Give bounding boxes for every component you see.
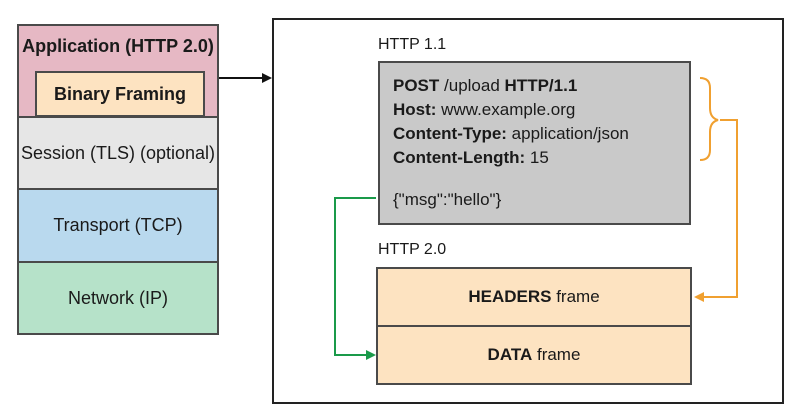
network-layer: Network (IP) — [17, 263, 219, 335]
content-length-value: 15 — [525, 148, 549, 167]
content-type-key: Content-Type: — [393, 124, 507, 143]
request-version: HTTP/1.1 — [504, 76, 578, 95]
http2-caption: HTTP 2.0 — [378, 241, 447, 258]
request-path: /upload — [439, 76, 505, 95]
data-frame-bold: DATA — [487, 345, 533, 364]
headers-frame-bold: HEADERS — [468, 287, 552, 306]
http11-caption: HTTP 1.1 — [378, 36, 447, 53]
headers-frame: HEADERS frame — [376, 267, 692, 327]
data-frame-rest: frame — [532, 345, 581, 364]
binary-framing-box: Binary Framing — [35, 71, 205, 117]
request-line: POST /upload HTTP/1.1 — [393, 74, 689, 98]
request-body: {"msg":"hello"} — [393, 190, 502, 209]
content-length-key: Content-Length: — [393, 148, 526, 167]
application-layer: Application (HTTP 2.0) Binary Framing — [17, 24, 219, 118]
host-value: www.example.org — [436, 100, 576, 119]
session-layer: Session (TLS) (optional) — [17, 118, 219, 190]
content-length-header: Content-Length: 15 — [393, 146, 689, 170]
host-key: Host: — [393, 100, 437, 119]
data-frame: DATA frame — [376, 325, 692, 385]
headers-frame-rest: frame — [551, 287, 600, 306]
http11-request-box: POST /upload HTTP/1.1 Host: www.example.… — [378, 61, 691, 225]
content-type-value: application/json — [506, 124, 629, 143]
transport-layer: Transport (TCP) — [17, 190, 219, 263]
application-layer-label: Application (HTTP 2.0) — [22, 36, 214, 56]
host-header: Host: www.example.org — [393, 98, 689, 122]
request-method: POST — [393, 76, 440, 95]
content-type-header: Content-Type: application/json — [393, 122, 689, 146]
